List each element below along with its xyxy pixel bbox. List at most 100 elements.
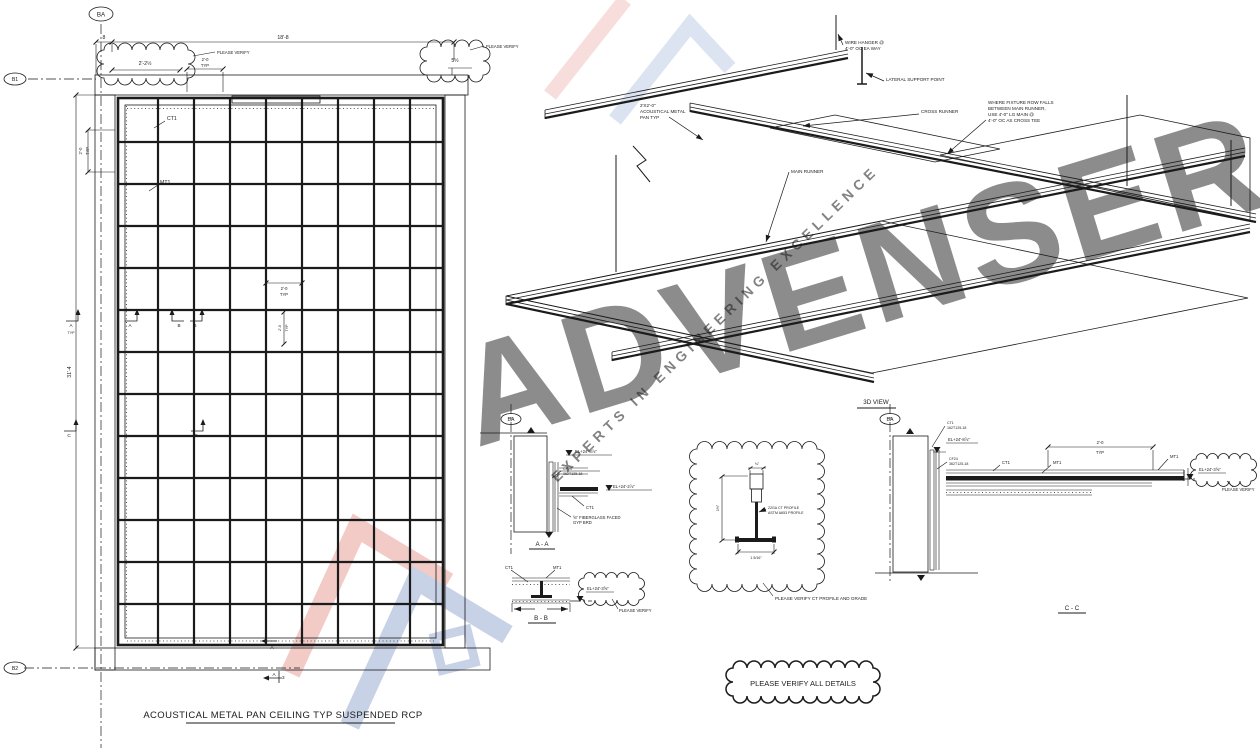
detail-cc-gyp xyxy=(929,449,940,571)
plan-label-ct1: CT1 xyxy=(153,116,177,129)
iso-cross-runner-bottom xyxy=(505,295,875,384)
ceiling-grid xyxy=(116,95,445,647)
detail-cc-assembly xyxy=(946,469,1185,496)
detail-cc-title: C - C xyxy=(1058,605,1086,614)
ct1-label: CT1 xyxy=(167,116,177,122)
plan-dim-2ft-top: 2'-0 TYP xyxy=(184,57,226,92)
wire-hanger-line2: 4'-0" OC EA WAY xyxy=(845,46,881,51)
please-verify-right: PLEASE VERIFY xyxy=(486,44,519,49)
detail-cc-bubble: BA xyxy=(879,413,901,425)
ct-label-2: ASTM A653 PROFILE xyxy=(768,511,804,515)
detail-cc-mt1: MT1 xyxy=(1041,460,1062,474)
detail-bb: CT1 MT1 EL+24'-3⅝" PLEASE VERIFY B - B xyxy=(505,565,652,624)
ceiling-plan: BA B1 B2 8 18'-8 2'-2½ P xyxy=(3,6,519,748)
detail-cc-ct1-text: CT1 xyxy=(1002,460,1011,465)
panel-break-line xyxy=(632,145,651,183)
cross-runner-label: CROSS RUNNER xyxy=(921,109,959,114)
detail-aa-gyp-2: GYP BRD xyxy=(573,520,592,525)
detail-cc-bubble-label: BA xyxy=(887,417,894,423)
detail-cc-dim-typ: TYP xyxy=(1096,450,1104,455)
iso-runner-stub-topleft xyxy=(544,49,849,120)
detail-aa-el-mid-text: EL+24'-2⅞" xyxy=(613,484,635,489)
detail-cc-tracktop-2: 162T125-18 xyxy=(947,426,966,430)
pan-label-1: 2'X2'-0" xyxy=(640,103,656,108)
iso-main-runner-1 xyxy=(505,147,1246,306)
dim-mid-typ: TYP xyxy=(280,292,288,297)
section-marker-a-bottom: A xyxy=(261,638,277,650)
pan-label-3: PAN TYP xyxy=(640,115,659,120)
section-marker-b2: B xyxy=(190,309,205,328)
detail-bb-mt1-text: MT1 xyxy=(553,565,562,570)
detail-aa-track-2: 362T125-18 xyxy=(563,472,582,476)
detail-cc-dim-2ft: 2'-0 xyxy=(1097,440,1105,445)
detail-cc-title-text: C - C xyxy=(1065,605,1080,612)
iso-title-text: 3D VIEW xyxy=(863,399,889,406)
fixture-note-1: WHERE FIXTURE ROW FALLS xyxy=(988,100,1054,105)
detail-cc-track: CF24 362T125-18 xyxy=(936,457,968,470)
revision-cloud-right: 5½ PLEASE VERIFY xyxy=(419,39,519,83)
fixture-note-3: USE 4'-0" LG MAIN @ xyxy=(988,112,1034,117)
iso-pan-upper-right xyxy=(939,114,1251,221)
dim-2ft-left: 2'-0 xyxy=(78,147,83,155)
detail-bb-el-text: EL+24'-3⅝" xyxy=(587,586,609,591)
revision-cloud-left: 2'-2½ PLEASE VERIFY xyxy=(96,42,250,86)
sec-b2-label: B xyxy=(193,323,196,328)
detail-cc-el-right-text: EL+24'-3⅝" xyxy=(1199,467,1221,472)
iso-view: WIRE HANGER @ 4'-0" OC EA WAY LATERAL SU… xyxy=(505,15,1257,409)
section-marker-b1: B xyxy=(169,309,184,328)
iso-cross-runner-top xyxy=(689,102,1257,224)
section-marker-c-grid: C xyxy=(191,419,206,438)
grid-bubble-ba: BA xyxy=(88,6,114,22)
cloud-left-dim: 2'-2½ xyxy=(139,60,152,67)
watermark-name: ADVENSER xyxy=(439,80,1260,477)
verify-all-note: PLEASE VERIFY ALL DETAILS xyxy=(725,660,881,704)
detail-cc-mt1-right-text: MT1 xyxy=(1170,454,1179,459)
iso-label-cross-runner: CROSS RUNNER xyxy=(802,109,959,128)
grid-bubble-ba-label: BA xyxy=(97,12,106,19)
ct-dim-side: 1½" xyxy=(716,504,720,511)
detail-bb-ct1: CT1 xyxy=(505,565,529,583)
verify-all-cloud-border xyxy=(725,660,881,704)
detail-cc-track-1: CF24 xyxy=(949,457,958,461)
plan-dim-top: 8 18'-8 xyxy=(93,35,457,75)
dim-typ: TYP xyxy=(201,63,209,68)
plan-title: ACOUSTICAL METAL PAN CEILING TYP SUSPEND… xyxy=(143,710,422,724)
detail-cc-track-2: 362T125-18 xyxy=(949,462,968,466)
detail-bb-assembly xyxy=(511,577,571,612)
sec-a3-label: A xyxy=(272,672,276,677)
mt1-label: MT1 xyxy=(160,180,170,186)
dim-mid-2ft: 2'-0 xyxy=(281,286,289,291)
detail-aa-title: A - A xyxy=(529,541,555,550)
detail-aa-gyp-1: ⅝" FIBERGLASS FACED xyxy=(573,515,621,520)
fixture-note-2: BETWEEN MAIN RUNNER, xyxy=(988,106,1046,111)
sec-a-label: A xyxy=(69,323,73,328)
detail-aa-assembly xyxy=(559,467,600,497)
fixture-note-4: 4'-0" OC AS CROSS TEE xyxy=(988,118,1040,123)
detail-aa-track-label: CF24 362T125-18 xyxy=(551,467,582,479)
wire-hanger-line1: WIRE HANGER @ xyxy=(845,40,884,45)
ct-label-1: 22GA CT PROFILE xyxy=(768,506,800,510)
section-marker-a-typ: A TYP xyxy=(66,309,81,335)
detail-cc-mt1-text: MT1 xyxy=(1053,460,1062,465)
iso-hanger-wires xyxy=(615,15,1232,272)
detail-cc-el-top: EL+24'-8⅞" xyxy=(933,437,978,453)
section-marker-a1: A xyxy=(125,309,140,328)
lateral-support-label: LATERAL SUPPORT POINT xyxy=(886,77,945,82)
detail-cc-tracktop-1: CT1 xyxy=(947,421,954,425)
dim-overall: 18'-8 xyxy=(277,35,288,41)
detail-aa-el-top: EL+24'-8⅞" xyxy=(565,449,612,456)
sec-c2-label: C xyxy=(194,433,198,438)
iso-label-pan: 2'X2'-0" ACOUSTICAL METAL PAN TYP xyxy=(640,103,704,141)
iso-label-lateral: LATERAL SUPPORT POINT xyxy=(865,72,945,82)
detail-bb-pv: PLEASE VERIFY xyxy=(619,608,652,613)
detail-cc: BA CT1 162T125-18 EL+24'-8⅞" CF24 362T12… xyxy=(875,404,1257,614)
ct-profile-shape xyxy=(735,473,776,543)
detail-aa: BA EL+24'-8⅞" CF24 362T125-18 EL+24'-2⅞"… xyxy=(480,404,652,554)
detail-aa-el-mid: EL+24'-2⅞" xyxy=(605,484,652,491)
ct-dim-bottom: 1 5/16" xyxy=(750,556,762,560)
detail-cc-ct1: CT1 xyxy=(992,460,1011,472)
ct-profile-label: 22GA CT PROFILE ASTM A653 PROFILE xyxy=(758,506,804,515)
plan-title-text: ACOUSTICAL METAL PAN CEILING TYP SUSPEND… xyxy=(143,710,422,721)
detail-cc-wall xyxy=(892,435,929,573)
sheet-num: 3 xyxy=(282,675,285,680)
